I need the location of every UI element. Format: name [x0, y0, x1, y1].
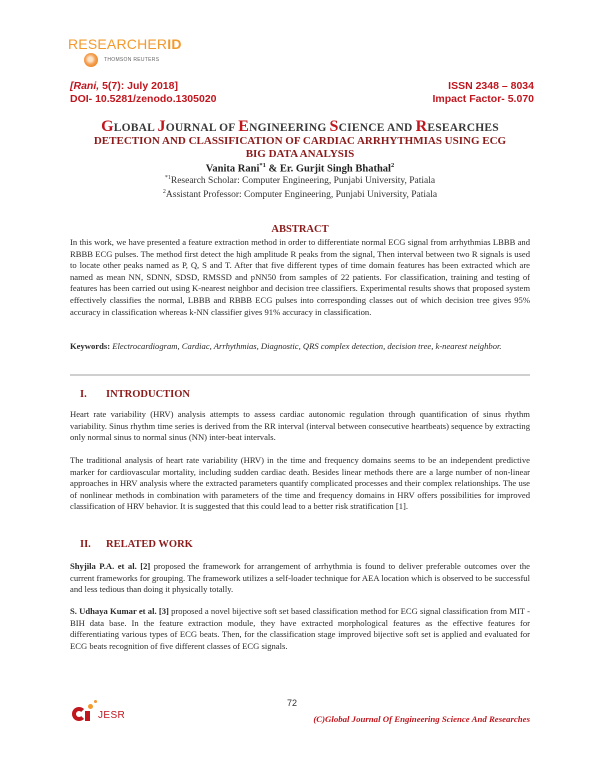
journal-cap: J: [157, 118, 166, 135]
section-number: II.: [80, 539, 91, 550]
doi: DOI- 10.5281/zenodo.1305020: [70, 93, 217, 105]
thomson-reuters-text: THOMSON REUTERS: [104, 57, 160, 63]
authors: Vanita Rani*1 & Er. Gurjit Singh Bhathal…: [0, 162, 600, 175]
affiliation-1: *1Research Scholar: Computer Engineering…: [0, 175, 600, 186]
issn-block: ISSN 2348 – 8034 Impact Factor- 5.070: [432, 80, 534, 106]
title-line: BIG DATA ANALYSIS: [245, 147, 355, 160]
gjesr-logo-text: JESR: [98, 710, 126, 721]
affiliation-text: Research Scholar: Computer Engineering, …: [170, 176, 436, 187]
thomson-reuters-icon: [84, 53, 98, 67]
journal-word: LOBAL: [113, 122, 158, 134]
journal-name: GLOBAL JOURNAL OF ENGINEERING SCIENCE AN…: [0, 118, 600, 136]
affiliation-sup: 2: [162, 189, 166, 195]
section-heading-related-work: II. RELATED WORK: [80, 539, 193, 550]
author-sup: 2: [390, 162, 395, 169]
citation-lead: S. Udhaya Kumar et al. [3]: [70, 606, 169, 616]
keywords-label: Keywords:: [70, 341, 111, 351]
section-divider: [70, 374, 530, 376]
impact-factor: Impact Factor- 5.070: [432, 93, 534, 105]
title-line: DETECTION AND CLASSIFICATION OF CARDIAC …: [93, 135, 507, 147]
journal-cap: R: [415, 118, 428, 135]
section-title: INTRODUCTION: [106, 389, 191, 400]
abstract-heading: ABSTRACT: [271, 224, 329, 235]
citation-issue: 5(7): July 2018]: [99, 80, 178, 92]
author-sup: *1: [259, 162, 266, 169]
thomson-reuters-logo: THOMSON REUTERS: [84, 53, 159, 67]
citation-author: [Rani,: [70, 80, 100, 92]
section-title: RELATED WORK: [106, 539, 193, 550]
paragraph-text: proposed the framework for arrangement o…: [70, 561, 530, 595]
paper-title: DETECTION AND CLASSIFICATION OF CARDIAC …: [60, 135, 540, 160]
affiliation-2: 2Assistant Professor: Computer Engineeri…: [0, 189, 600, 200]
abstract-text: In this work, we have presented a featur…: [70, 237, 530, 317]
affiliation-sup: *1: [164, 175, 171, 181]
journal-word: CIENCE AND: [338, 122, 416, 134]
page-number: 72: [287, 698, 298, 708]
citation-block: [Rani, 5(7): July 2018] DOI- 10.5281/zen…: [70, 80, 217, 106]
issn: ISSN 2348 – 8034: [448, 80, 534, 92]
journal-word: ESEARCHES: [427, 122, 499, 134]
journal-cap: G: [101, 118, 114, 135]
keywords-list: Electrocardiogram, Cardiac, Arrhythmias,…: [110, 341, 502, 351]
author-name: Vanita Rani: [205, 163, 260, 175]
affiliation-text: Assistant Professor: Computer Engineerin…: [165, 190, 438, 201]
gjesr-logo: JESR: [72, 700, 126, 721]
researcherid-logo: RESEARCHERID: [68, 36, 182, 52]
keywords: Keywords: Electrocardiogram, Cardiac, Ar…: [70, 341, 530, 353]
paragraph: Heart rate variability (HRV) analysis at…: [70, 409, 530, 443]
researcherid-suffix: ID: [167, 36, 182, 52]
paragraph-text: proposed a novel bijective soft set base…: [70, 606, 531, 651]
journal-cap: E: [238, 118, 250, 135]
footer-copyright: (C)Global Journal Of Engineering Science…: [313, 714, 530, 724]
paragraph: Shyjila P.A. et al. [2] proposed the fra…: [70, 561, 530, 596]
journal-cap: S: [329, 118, 339, 135]
journal-word: NGINEERING: [249, 122, 330, 134]
gjesr-icon: [72, 700, 97, 721]
paragraph: The traditional analysis of heart rate v…: [70, 455, 530, 512]
researcherid-prefix: RESEARCHER: [68, 36, 168, 52]
section-number: I.: [80, 389, 87, 400]
journal-word: OURNAL OF: [165, 122, 239, 134]
paragraph: S. Udhaya Kumar et al. [3] proposed a no…: [70, 606, 530, 652]
citation: [Rani, 5(7): July 2018]: [70, 80, 217, 93]
author-name: & Er. Gurjit Singh Bhathal: [265, 163, 391, 175]
citation-lead: Shyjila P.A. et al. [2]: [70, 561, 151, 571]
section-heading-introduction: I. INTRODUCTION: [80, 389, 190, 400]
